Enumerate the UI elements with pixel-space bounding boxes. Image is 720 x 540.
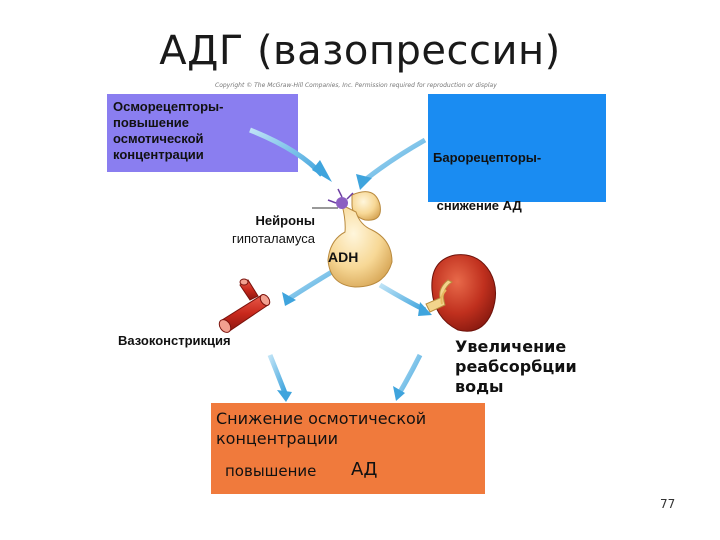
osmoreceptors-label: Осморецепторы- повышение осмотической ко… <box>113 99 223 163</box>
arrow-baro-to-hypothalamus <box>356 137 427 190</box>
arrow-gland-to-vessel <box>282 267 337 306</box>
page-number: 77 <box>660 497 676 511</box>
water-reabsorption-label: Увеличение реабсорбции воды <box>455 337 577 397</box>
neuron-body-icon <box>336 197 348 209</box>
copyright-notice: Copyright © The McGraw-Hill Companies, I… <box>215 82 497 89</box>
pituitary-gland-illustration <box>312 188 393 288</box>
baroreceptors-line-2: снижение АД <box>433 198 522 213</box>
hypothalamus-neurons-label: Нейроны гипоталамуса <box>200 212 315 248</box>
osmoreceptors-box: Осморецепторы- повышение осмотической ко… <box>107 94 298 172</box>
arrow-gland-to-kidney <box>378 282 432 316</box>
reabsorption-line-2: реабсорбции <box>455 357 577 376</box>
vasoconstriction-label: Вазоконстрикция <box>118 333 231 348</box>
slide-title: АДГ (вазопрессин) <box>159 28 561 74</box>
baroreceptors-line-1: Барорецепторы- <box>433 150 542 165</box>
neurons-line-1: Нейроны <box>255 213 315 228</box>
osmoreceptors-line-1: Осморецепторы- <box>113 99 224 114</box>
reabsorption-line-1: Увеличение <box>455 337 567 356</box>
baroreceptors-label: Барорецепторы- снижение АД <box>433 118 541 246</box>
osmoreceptors-line-4: концентрации <box>113 147 204 162</box>
arrow-osmo-to-hypothalamus <box>249 127 332 182</box>
kidney-illustration <box>425 254 496 332</box>
neurons-line-2: гипоталамуса <box>231 231 315 246</box>
result-box: Снижение осмотической концентрации повыш… <box>211 403 485 494</box>
arrow-kidney-to-result <box>393 353 423 401</box>
arrow-vessel-to-result <box>267 354 292 402</box>
adh-label: ADH <box>328 249 359 265</box>
result-line-2: концентрации <box>216 429 339 448</box>
result-line-3: повышение <box>225 462 317 480</box>
result-line-1: Снижение осмотической <box>216 409 427 428</box>
osmoreceptors-line-3: осмотической <box>113 131 204 146</box>
result-line-3b: АД <box>351 459 378 480</box>
reabsorption-line-3: воды <box>455 377 504 396</box>
osmoreceptors-line-2: повышение <box>113 115 190 130</box>
blood-vessel-illustration <box>218 278 271 333</box>
baroreceptors-box: Барорецепторы- снижение АД <box>428 94 606 213</box>
